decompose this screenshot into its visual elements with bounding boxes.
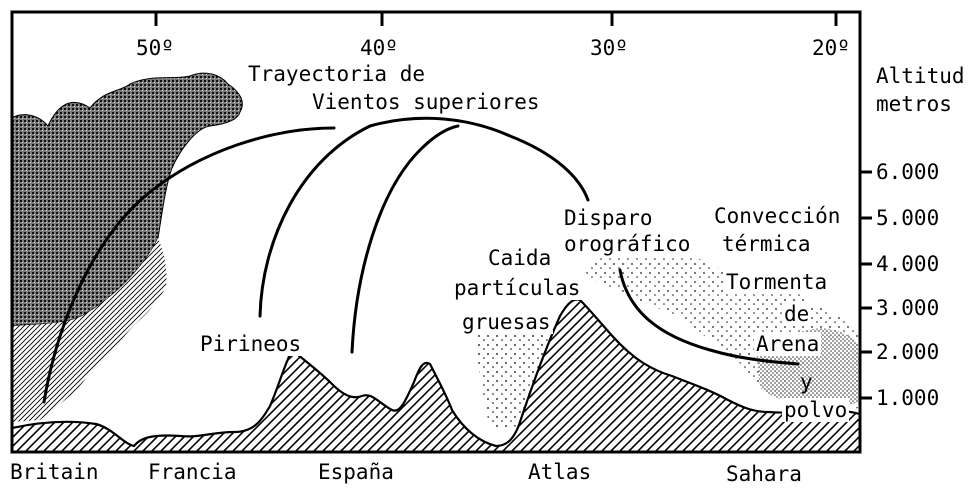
region-label-atlas: Atlas (528, 460, 592, 484)
label-tormenta-line2: de (782, 302, 812, 326)
longitude-label-50: 50º (136, 36, 174, 60)
label-disparo-line2: orográfico (562, 232, 693, 256)
label-tormenta-line4: y (800, 370, 813, 394)
dust-column-caida (476, 317, 558, 428)
region-label-espana: España (318, 460, 394, 484)
label-caida-line1: Caida (486, 246, 554, 270)
label-disparo-line1: Disparo (562, 206, 655, 230)
longitude-ticks (154, 12, 838, 26)
altitude-tick-3000: 3.000 (876, 296, 940, 320)
altitude-tick-4000: 4.000 (876, 252, 940, 276)
altitude-title: Altitud (876, 64, 965, 88)
wind-trajectories (42, 116, 800, 404)
label-trajectory-line2: Vientos superiores (312, 90, 540, 114)
altitude-unit: metros (876, 92, 952, 116)
trajectory-britain (42, 126, 336, 404)
label-conveccion-line2: térmica (720, 232, 813, 256)
longitude-label-30: 30º (590, 36, 628, 60)
haze-lower-left (12, 238, 167, 422)
label-tormenta-line1: Tormenta (724, 270, 830, 294)
cloud-mass-britain (12, 72, 243, 327)
region-label-sahara: Sahara (726, 462, 802, 486)
label-conveccion-line1: Convección (712, 204, 843, 228)
region-label-britain: Britain (10, 460, 99, 484)
altitude-tick-5000: 5.000 (876, 206, 940, 230)
label-tormenta-line3: Arena (754, 332, 822, 356)
diagram-frame (10, 10, 862, 454)
label-pirineos: Pirineos (198, 332, 304, 356)
terrain-profile (12, 298, 860, 452)
longitude-label-20: 20º (812, 36, 850, 60)
trajectory-espana (350, 124, 460, 354)
trajectory-pirineos (258, 116, 590, 318)
altitude-tick-2000: 2.000 (876, 340, 940, 364)
label-caida-line2: partículas (452, 276, 583, 300)
region-label-francia: Francia (148, 460, 237, 484)
altitude-tick-6000: 6.000 (876, 160, 940, 184)
longitude-label-40: 40º (360, 36, 398, 60)
trajectory-sahara (618, 268, 800, 366)
label-tormenta-line5: polvo (782, 398, 850, 422)
altitude-tick-1000: 1.000 (876, 386, 940, 410)
label-caida-line3: gruesas (460, 310, 553, 334)
label-trajectory-line1: Trayectoria de (248, 62, 426, 86)
altitude-ticks (860, 170, 872, 400)
